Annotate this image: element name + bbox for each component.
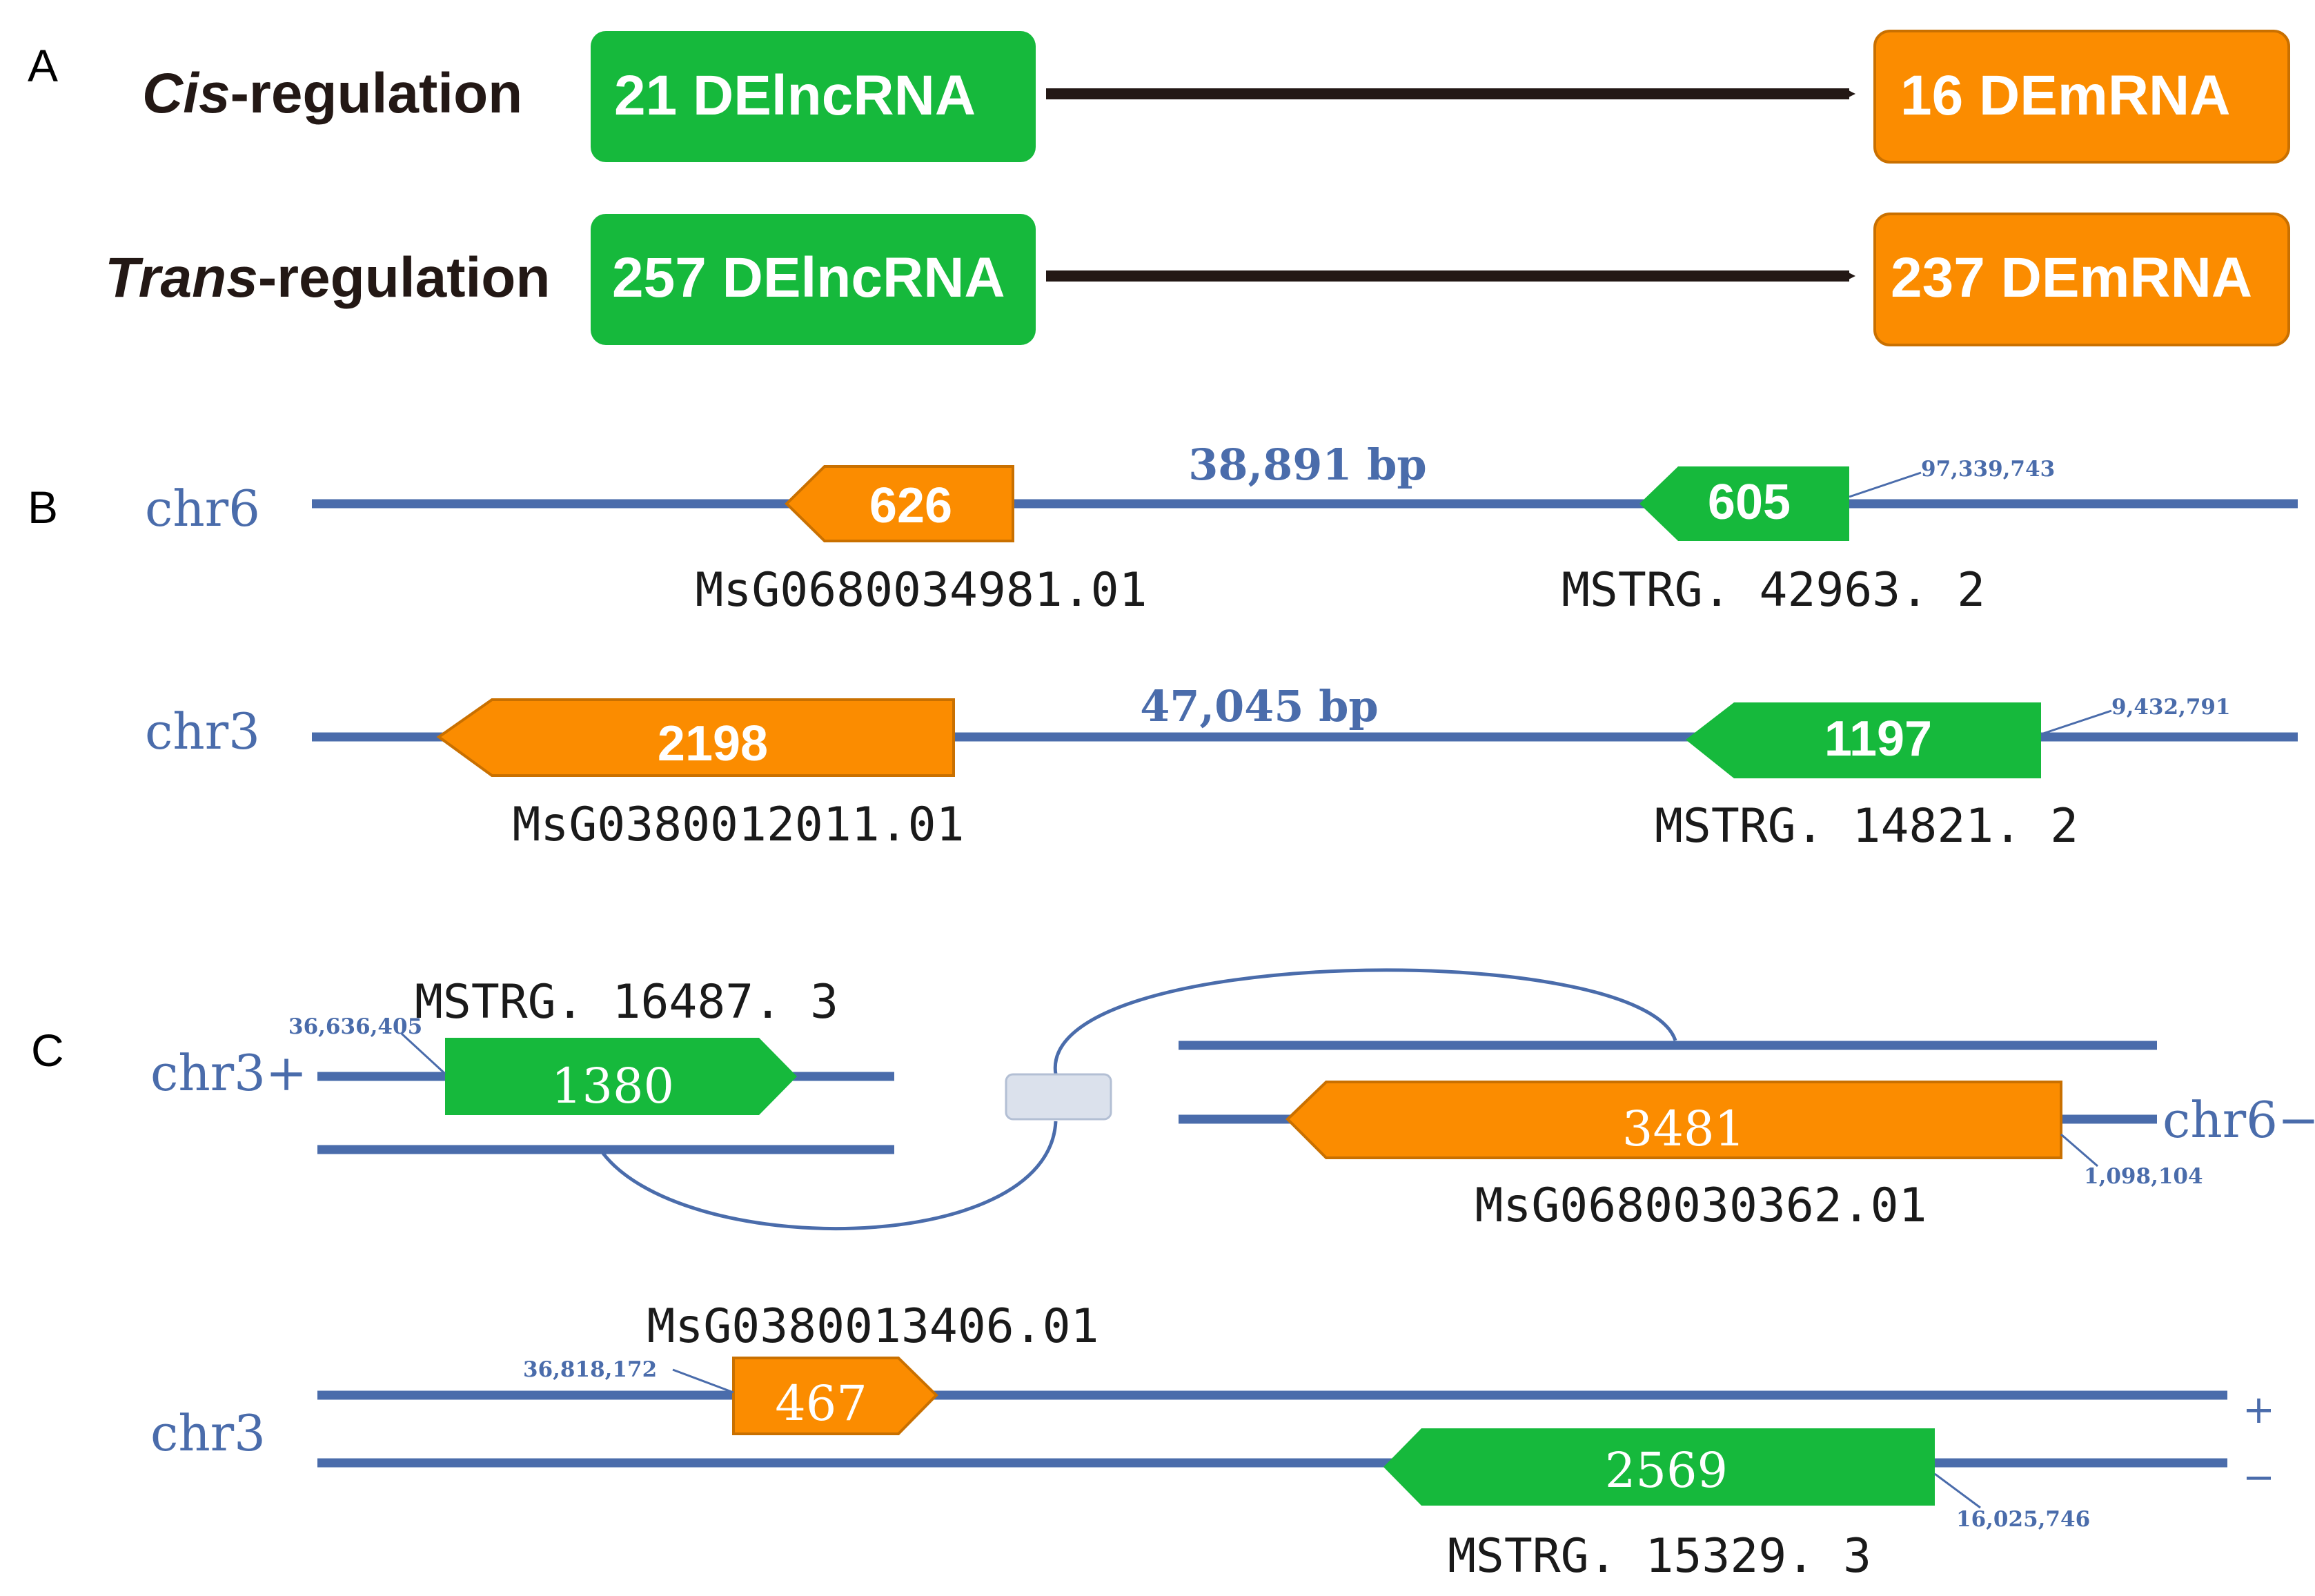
interchrom-mrna-length: 3481 [1622, 1101, 1745, 1157]
chr6-mrna-length: 626 [869, 478, 952, 533]
chr3-mrna-gene [436, 698, 955, 777]
cis-rest: -regulation [230, 62, 523, 125]
loop-connector-lower [598, 1121, 1058, 1230]
intrachrom-mrna-coordinate-leader [672, 1368, 734, 1394]
intrachrom-mrna-coordinate: 36,818,172 [523, 1357, 657, 1382]
chr6-minus-label: chr6− [2163, 1091, 2315, 1149]
chr3-mrna-name: MsG0380012011.01 [512, 798, 964, 852]
interchrom-lncrna-coordinate-leader [400, 1032, 446, 1075]
chr6-lncrna-length: 605 [1708, 475, 1791, 530]
panel-c-letter: C [31, 1025, 64, 1076]
intrachrom-mrna-gene [732, 1357, 938, 1435]
loop-connector-upper [1054, 968, 1677, 1075]
chr3-plus-label: chr3+ [150, 1044, 307, 1102]
interchrom-lncrna-name: MSTRG. 16487. 3 [415, 975, 838, 1029]
cis-regulation-label: Cis-regulation [142, 62, 522, 125]
cis-lncrna-count: 21 DElncRNA [614, 64, 976, 127]
intrachrom-lncrna-length: 2569 [1605, 1442, 1728, 1499]
panel-a: A Cis-regulation 21 DElncRNA 16 DEmRNA T… [28, 30, 2290, 346]
interchrom-mrna-name: MsG0680030362.01 [1475, 1179, 1927, 1233]
chr3-label: chr3 [145, 702, 260, 760]
chr6-lncrna-gene [1639, 466, 1849, 541]
intrachrom-mrna-name: MsG0380013406.01 [647, 1299, 1099, 1354]
minus-strand-symbol: − [2243, 1455, 2275, 1500]
chr3-lncrna-gene [1686, 702, 2041, 778]
chr3-distance: 47,045 bp [1140, 681, 1379, 731]
trans-mrna-count: 237 DEmRNA [1891, 246, 2252, 309]
trans-regulation-label: Trans-regulation [105, 246, 550, 309]
trans-lncrna-count: 257 DElncRNA [612, 246, 1005, 309]
chr3-double-strand-label: chr3 [150, 1404, 266, 1462]
chr6-mrna-gene [785, 465, 1014, 542]
chr3-mrna-length: 2198 [658, 716, 768, 771]
cis-lncrna-box [591, 31, 1036, 162]
chr3-lncrna-name: MSTRG. 14821. 2 [1655, 799, 2078, 854]
interchrom-mrna-gene [1285, 1081, 2062, 1159]
intrachrom-mrna-length: 467 [775, 1375, 867, 1432]
panel-a-letter: A [28, 40, 58, 91]
chr6-mrna-name: MsG0680034981.01 [695, 563, 1147, 618]
chr3-lncrna-length: 1197 [1824, 711, 1932, 767]
chr6-lncrna-name: MSTRG. 42963. 2 [1562, 563, 1985, 618]
interchrom-mrna-coordinate-leader [2060, 1133, 2098, 1168]
trans-italic: Trans [105, 246, 258, 309]
chr6-coordinate-leader [1849, 471, 1922, 498]
panel-c: C chr3+ 1380 MSTRG. 16487. 3 36,636,405 … [31, 968, 2315, 1584]
chr3-coordinate: 9,432,791 [2111, 695, 2231, 720]
intrachrom-lncrna-gene [1383, 1428, 1935, 1506]
panel-b: B chr6 38,891 bp 626 MsG0680034981.01 60… [28, 440, 2298, 854]
interchrom-lncrna-coordinate: 36,636,405 [288, 1014, 422, 1039]
chr3-coordinate-leader [2040, 709, 2112, 736]
cis-italic: Cis [142, 62, 230, 125]
chr6-label: chr6 [145, 480, 260, 538]
intrachrom-lncrna-coordinate-leader [1934, 1472, 1981, 1509]
interchrom-mrna-coordinate: 1,098,104 [2084, 1164, 2203, 1189]
interaction-connector-box [1005, 1073, 1112, 1121]
trans-rest: -regulation [258, 246, 551, 309]
trans-mrna-box [1873, 213, 2290, 346]
trans-lncrna-box [591, 214, 1036, 345]
intrachrom-lncrna-name: MSTRG. 15329. 3 [1448, 1529, 1871, 1584]
cis-mrna-count: 16 DEmRNA [1900, 64, 2230, 127]
intrachrom-lncrna-coordinate: 16,025,746 [1956, 1507, 2090, 1532]
interchrom-lncrna-gene [445, 1038, 797, 1115]
plus-strand-symbol: + [2243, 1388, 2275, 1432]
chr6-distance: 38,891 bp [1188, 440, 1427, 490]
interchrom-lncrna-length: 1380 [551, 1058, 674, 1114]
chr6-coordinate: 97,339,743 [1921, 457, 2055, 482]
cis-mrna-box [1873, 30, 2290, 164]
panel-b-letter: B [28, 482, 58, 533]
